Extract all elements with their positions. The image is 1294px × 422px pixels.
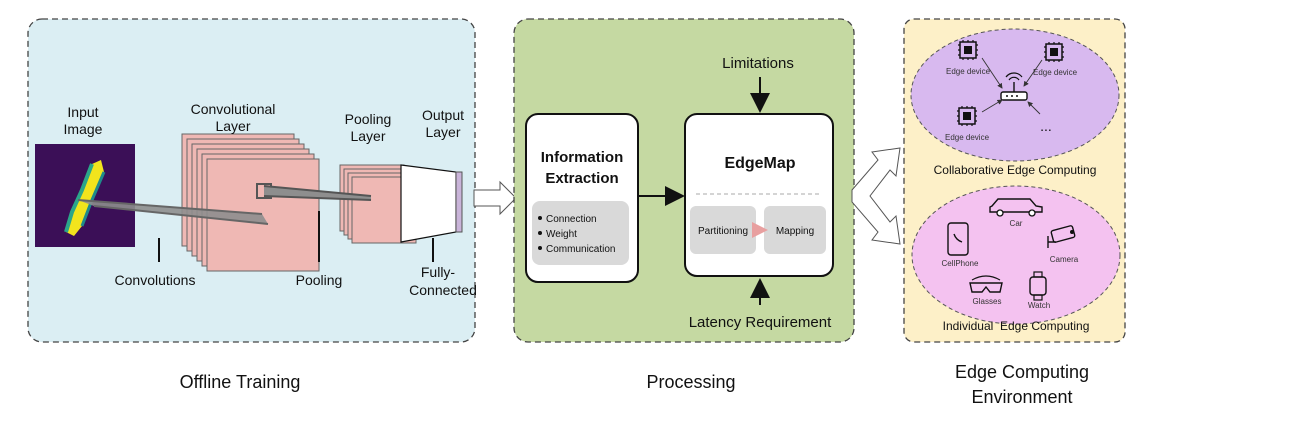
conv-layer-label-2: Layer bbox=[215, 118, 250, 134]
info-title-1: Information bbox=[541, 149, 624, 166]
partitioning-label: Partitioning bbox=[698, 226, 748, 237]
info-item-weight: Weight bbox=[546, 229, 577, 240]
edge-device-label-3: Edge device bbox=[945, 133, 990, 142]
cellphone-label: CellPhone bbox=[942, 259, 979, 268]
conv-layer-stack bbox=[181, 133, 320, 272]
offline-training-panel: Input Image Convolutional Layer Pooling … bbox=[27, 18, 477, 343]
input-label-1: Input bbox=[67, 104, 98, 120]
convolution-connector bbox=[78, 200, 268, 224]
flow-arrow-fork bbox=[851, 147, 901, 245]
pool-layer-label-2: Layer bbox=[350, 128, 385, 144]
partitioning-box bbox=[690, 206, 756, 254]
car-icon bbox=[989, 198, 1043, 217]
edge-caption-2: Environment bbox=[971, 387, 1072, 407]
device-ellipsis: ... bbox=[1040, 118, 1052, 134]
pooling-label: Pooling bbox=[296, 272, 343, 288]
flow-arrow-1 bbox=[473, 180, 517, 216]
edge-device-icon bbox=[1044, 42, 1064, 62]
fully-connected-trapezoid bbox=[400, 164, 457, 243]
edge-device-label-2: Edge device bbox=[1033, 68, 1078, 77]
processing-caption: Processing bbox=[646, 372, 735, 392]
cellphone-icon bbox=[947, 222, 969, 256]
glasses-label: Glasses bbox=[973, 297, 1002, 306]
info-item-communication: Communication bbox=[546, 244, 615, 255]
watch-icon bbox=[1029, 271, 1047, 301]
input-image bbox=[35, 144, 135, 247]
offline-training-caption: Offline Training bbox=[180, 372, 301, 392]
mapping-label: Mapping bbox=[776, 226, 814, 237]
fully-connected-label-1: Fully- bbox=[421, 264, 456, 280]
camera-label: Camera bbox=[1050, 255, 1079, 264]
output-layer-label-1: Output bbox=[422, 107, 464, 123]
mapping-box bbox=[764, 206, 826, 254]
output-layer-bar bbox=[455, 171, 463, 233]
edge-environment-panel: Edge device Edge device Edge device ... … bbox=[903, 18, 1126, 343]
limitations-label: Limitations bbox=[722, 55, 794, 72]
edge-device-icon bbox=[957, 106, 977, 126]
convolutions-label: Convolutions bbox=[115, 272, 196, 288]
individual-ellipse bbox=[911, 185, 1121, 325]
watch-label: Watch bbox=[1028, 301, 1050, 310]
conv-layer-label-1: Convolutional bbox=[191, 101, 276, 117]
individual-label: Individual Edge Computing bbox=[943, 319, 1090, 333]
collaborative-label: Collaborative Edge Computing bbox=[934, 163, 1097, 177]
processing-panel: Limitations Information Extraction Conne… bbox=[513, 18, 855, 343]
input-label-2: Image bbox=[64, 121, 103, 137]
fully-connected-label-2: Connected bbox=[409, 282, 477, 298]
edge-caption-1: Edge Computing bbox=[955, 362, 1089, 382]
camera-icon bbox=[1047, 225, 1076, 248]
info-item-connection: Connection bbox=[546, 214, 597, 225]
edge-device-label-1: Edge device bbox=[946, 67, 991, 76]
wifi-router-icon bbox=[1000, 72, 1028, 101]
information-extraction-box: Information Extraction Connection Weight… bbox=[525, 113, 639, 283]
info-title-2: Extraction bbox=[545, 170, 618, 187]
latency-label: Latency Requirement bbox=[689, 314, 832, 331]
pool-layer-label-1: Pooling bbox=[345, 111, 392, 127]
glasses-icon bbox=[969, 275, 1003, 293]
output-layer-label-2: Layer bbox=[425, 124, 460, 140]
edgemap-title: EdgeMap bbox=[724, 155, 795, 172]
edge-device-icon bbox=[958, 40, 978, 60]
car-label: Car bbox=[1010, 219, 1023, 228]
edgemap-box: EdgeMap Partitioning Mapping bbox=[684, 113, 834, 277]
